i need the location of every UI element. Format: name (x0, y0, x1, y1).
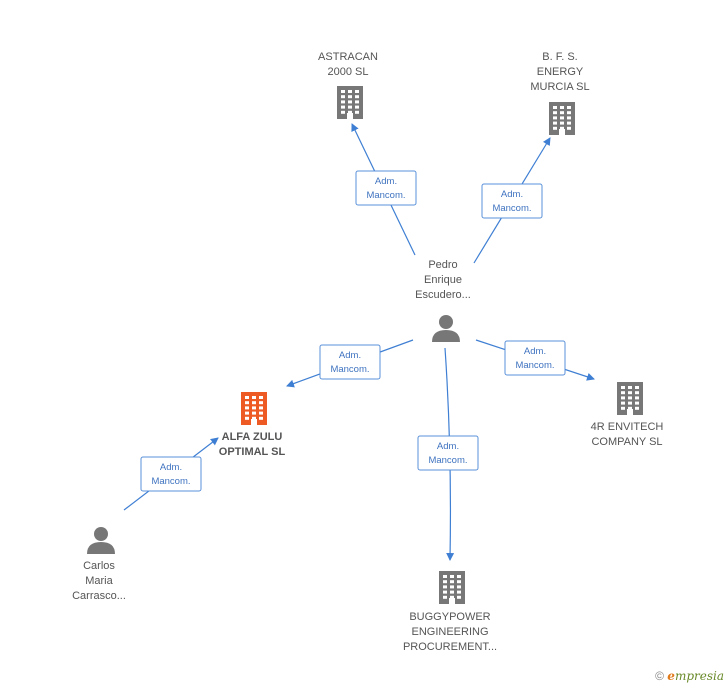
node-label: B. F. S. (542, 51, 577, 63)
node-label: ALFA ZULU (222, 431, 283, 443)
edge-pedro-bfs: Adm. Mancom. (473, 137, 551, 264)
edge-label[interactable]: Adm. Mancom. (355, 170, 417, 206)
node-label: OPTIMAL SL (219, 446, 286, 458)
node-label: Escudero... (415, 289, 471, 301)
building-icon (337, 86, 363, 119)
node-envitech[interactable]: 4R ENVITECH COMPANY SL (591, 382, 664, 448)
node-astracan[interactable]: ASTRACAN 2000 SL (318, 51, 378, 119)
edge-label-text: Adm. (524, 346, 546, 357)
edge-label[interactable]: Adm. Mancom. (319, 344, 381, 380)
building-icon (549, 102, 575, 135)
node-label: 2000 SL (328, 66, 369, 78)
edge-label-text: Mancom. (366, 190, 405, 201)
footer-brand: © empresia (655, 669, 724, 683)
node-label: 4R ENVITECH (591, 421, 664, 433)
nodes-layer: ASTRACAN 2000 SL B. F. S. ENERGY MURCIA SL Pe… (72, 51, 663, 653)
node-carlos[interactable]: CarlosMariaCarrasco... (72, 527, 126, 602)
edge-label-box (504, 340, 566, 376)
node-label: Carrasco... (72, 590, 126, 602)
edge-label-text: Adm. (501, 189, 523, 200)
node-bfs[interactable]: B. F. S. ENERGY MURCIA SL (530, 51, 590, 135)
edge-label-box (140, 456, 202, 492)
edge-label[interactable]: Adm. Mancom. (417, 435, 479, 471)
node-label: PROCUREMENT... (403, 641, 497, 653)
node-alfa[interactable]: ALFA ZULU OPTIMAL SL (219, 392, 286, 458)
edge-label-text: Adm. (160, 462, 182, 473)
node-label: COMPANY SL (591, 436, 662, 448)
node-label: ENERGY (537, 66, 584, 78)
node-label: Carlos (83, 560, 115, 572)
node-label: BUGGYPOWER (409, 611, 490, 623)
node-label: Pedro (428, 259, 457, 271)
building-icon (617, 382, 643, 415)
edge-label-text: Adm. (437, 441, 459, 452)
node-buggy[interactable]: BUGGYPOWER ENGINEERING PROCUREMENT... (403, 571, 497, 653)
edge-pedro-alfa: Adm. Mancom. (286, 339, 414, 388)
edge-label-text: Mancom. (515, 360, 554, 371)
edge-label[interactable]: Adm. Mancom. (481, 183, 543, 219)
node-label: ENGINEERING (411, 626, 488, 638)
node-pedro[interactable]: PedroEnriqueEscudero... (415, 259, 471, 342)
edge-label-text: Mancom. (492, 203, 531, 214)
copyright-symbol: © (655, 669, 664, 683)
node-label: MURCIA SL (530, 81, 589, 93)
edge-pedro-envitech: Adm. Mancom. (475, 339, 595, 381)
edge-label-box (417, 435, 479, 471)
edge-label-text: Mancom. (151, 476, 190, 487)
edges-layer: Adm. Mancom. Adm. Mancom. Adm. Mancom. Adm. Man… (123, 123, 595, 561)
edge-pedro-astracan: Adm. Mancom. (351, 123, 417, 256)
brand-logo: empresia (667, 669, 724, 683)
edge-pedro-buggy: Adm. Mancom. (417, 347, 479, 561)
edge-label-text: Mancom. (330, 364, 369, 375)
edge-label-box (355, 170, 417, 206)
person-icon (432, 315, 460, 342)
edge-label[interactable]: Adm. Mancom. (504, 340, 566, 376)
edge-label-box (481, 183, 543, 219)
building-icon (241, 392, 267, 425)
edge-label-text: Adm. (339, 350, 361, 361)
edge-carlos-alfa: Adm. Mancom. (123, 437, 219, 511)
edge-label-text: Mancom. (428, 455, 467, 466)
node-label: Maria (85, 575, 113, 587)
node-label: ASTRACAN (318, 51, 378, 63)
edge-label-box (319, 344, 381, 380)
edge-label[interactable]: Adm. Mancom. (140, 456, 202, 492)
edge-label-text: Adm. (375, 176, 397, 187)
node-label: Enrique (424, 274, 462, 286)
person-icon (87, 527, 115, 554)
building-icon (439, 571, 465, 604)
